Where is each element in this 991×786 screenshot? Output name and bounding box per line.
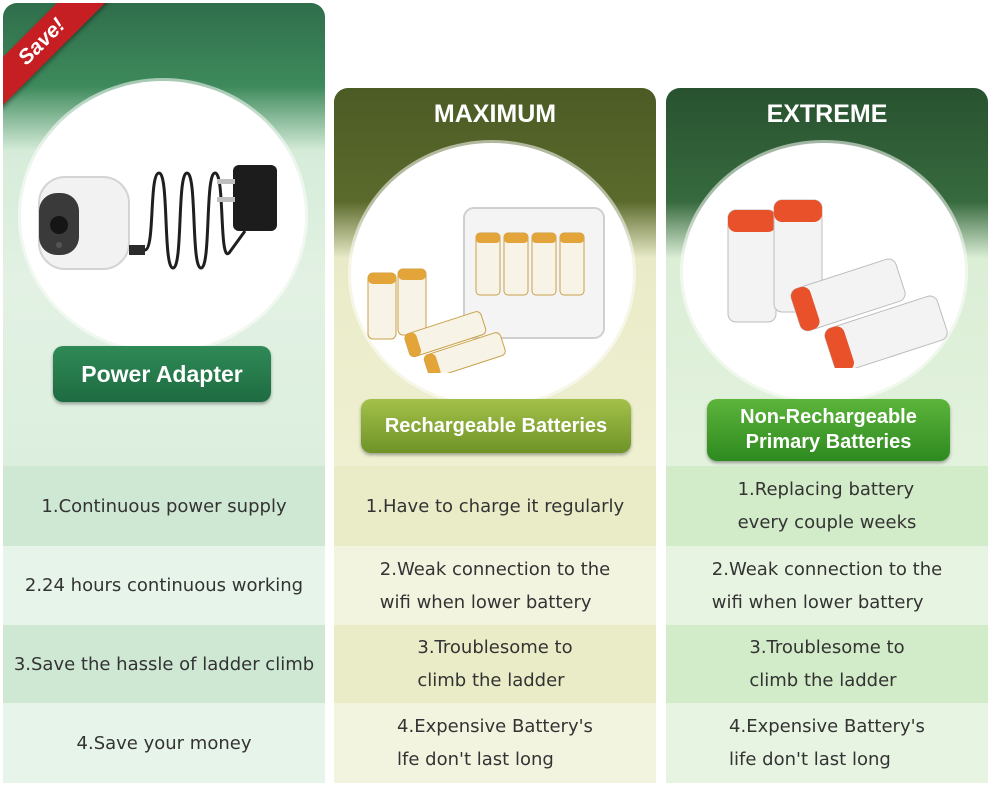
rechargeable-batteries-label: Rechargeable Batteries	[361, 399, 631, 453]
drawback-cell: 1.Replacing battery every couple weeks	[666, 466, 988, 546]
drawback-cell: 2.Weak connection to the wifi when lower…	[666, 546, 988, 625]
drawback-cell: 3.Troublesome to climb the ladder	[334, 625, 656, 703]
maximum-title: MAXIMUM	[433, 100, 557, 128]
drawback-cell: 1.Have to charge it regularly	[334, 466, 656, 546]
extreme-title: EXTREME	[766, 100, 888, 128]
power-adapter-panel: Save! Power Adapter	[3, 3, 325, 466]
extreme-panel: EXTREME Non-Rechargeable Primary Batteri…	[666, 88, 988, 466]
camera-with-adapter-image	[38, 165, 277, 270]
feature-cell: 2.24 hours continuous working	[3, 546, 325, 625]
feature-cell: 3.Save the hassle of ladder climb	[3, 625, 325, 703]
power-adapter-label: Power Adapter	[53, 346, 271, 402]
feature-cell: 4.Save your money	[3, 703, 325, 783]
primary-batteries-label: Non-Rechargeable Primary Batteries	[707, 399, 950, 461]
drawback-cell: 4.Expensive Battery's life don't last lo…	[666, 703, 988, 783]
rechargeable-batteries-image	[367, 207, 605, 373]
primary-batteries-image	[727, 199, 948, 368]
drawback-cell: 3.Troublesome to climb the ladder	[666, 625, 988, 703]
drawback-cell: 2.Weak connection to the wifi when lower…	[334, 546, 656, 625]
feature-cell: 1.Continuous power supply	[3, 466, 325, 546]
maximum-panel: MAXIMUM Rechargeable Batteries	[334, 88, 656, 466]
drawback-cell: 4.Expensive Battery's lfe don't last lon…	[334, 703, 656, 783]
